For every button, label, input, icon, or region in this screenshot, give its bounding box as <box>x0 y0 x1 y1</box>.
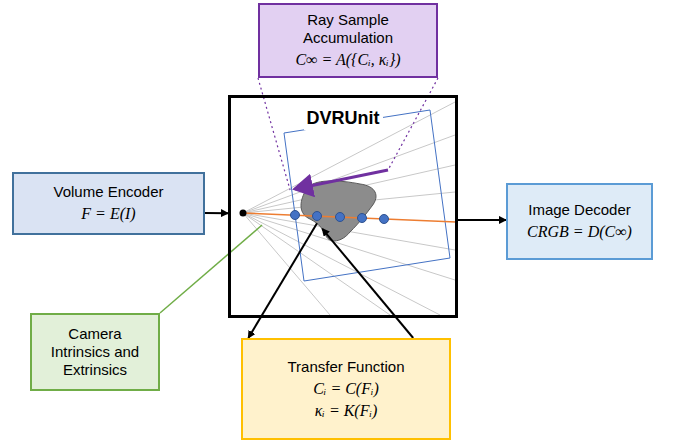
camera-box: Camera Intrinsics and Extrinsics <box>30 313 160 391</box>
connector <box>205 212 228 213</box>
formula-text: κᵢ = K(Fᵢ) <box>315 401 378 420</box>
box-heading: Transfer Function <box>288 358 405 376</box>
box-heading: DVRUnit <box>304 108 383 130</box>
connector-line <box>248 223 317 338</box>
connector-line <box>388 78 438 170</box>
box-heading: Ray Sample Accumulation <box>282 11 414 47</box>
connector-line <box>322 229 413 338</box>
connector-line <box>458 219 506 221</box>
sample-ray <box>243 213 456 222</box>
connector <box>160 225 262 313</box>
image-plane <box>284 110 450 281</box>
formula-text: C∞ = A({Cᵢ, κᵢ}) <box>295 50 400 69</box>
formula-text: CRGB = D(C∞) <box>527 222 632 241</box>
camera-center <box>240 210 247 217</box>
box-heading: Image Decoder <box>528 201 631 219</box>
connector <box>458 219 506 220</box>
encoder-box: Volume Encoder F = E(I) <box>12 172 205 235</box>
connector <box>322 229 413 338</box>
decoder-box: Image DecoderCRGB = D(C∞) <box>506 183 653 260</box>
box-heading: Camera Intrinsics and Extrinsics <box>40 325 150 379</box>
connector <box>248 223 317 338</box>
formula-text: F = E(I) <box>81 204 135 223</box>
connector-line <box>160 225 262 313</box>
accumulation-arrow <box>295 170 388 189</box>
transfer-function-box: Transfer Function Cᵢ = C(Fᵢ) κᵢ = K(Fᵢ) <box>241 338 451 440</box>
camera-rays <box>243 102 455 315</box>
connector-line <box>205 212 228 214</box>
ray-samples <box>291 211 389 224</box>
formula-text: Cᵢ = C(Fᵢ) <box>313 379 379 398</box>
accumulation-box: Ray Sample Accumulation C∞ = A({Cᵢ, κᵢ}) <box>258 3 438 78</box>
box-heading: Volume Encoder <box>53 183 163 201</box>
dvr-unit-box: DVRUnit <box>228 95 458 318</box>
